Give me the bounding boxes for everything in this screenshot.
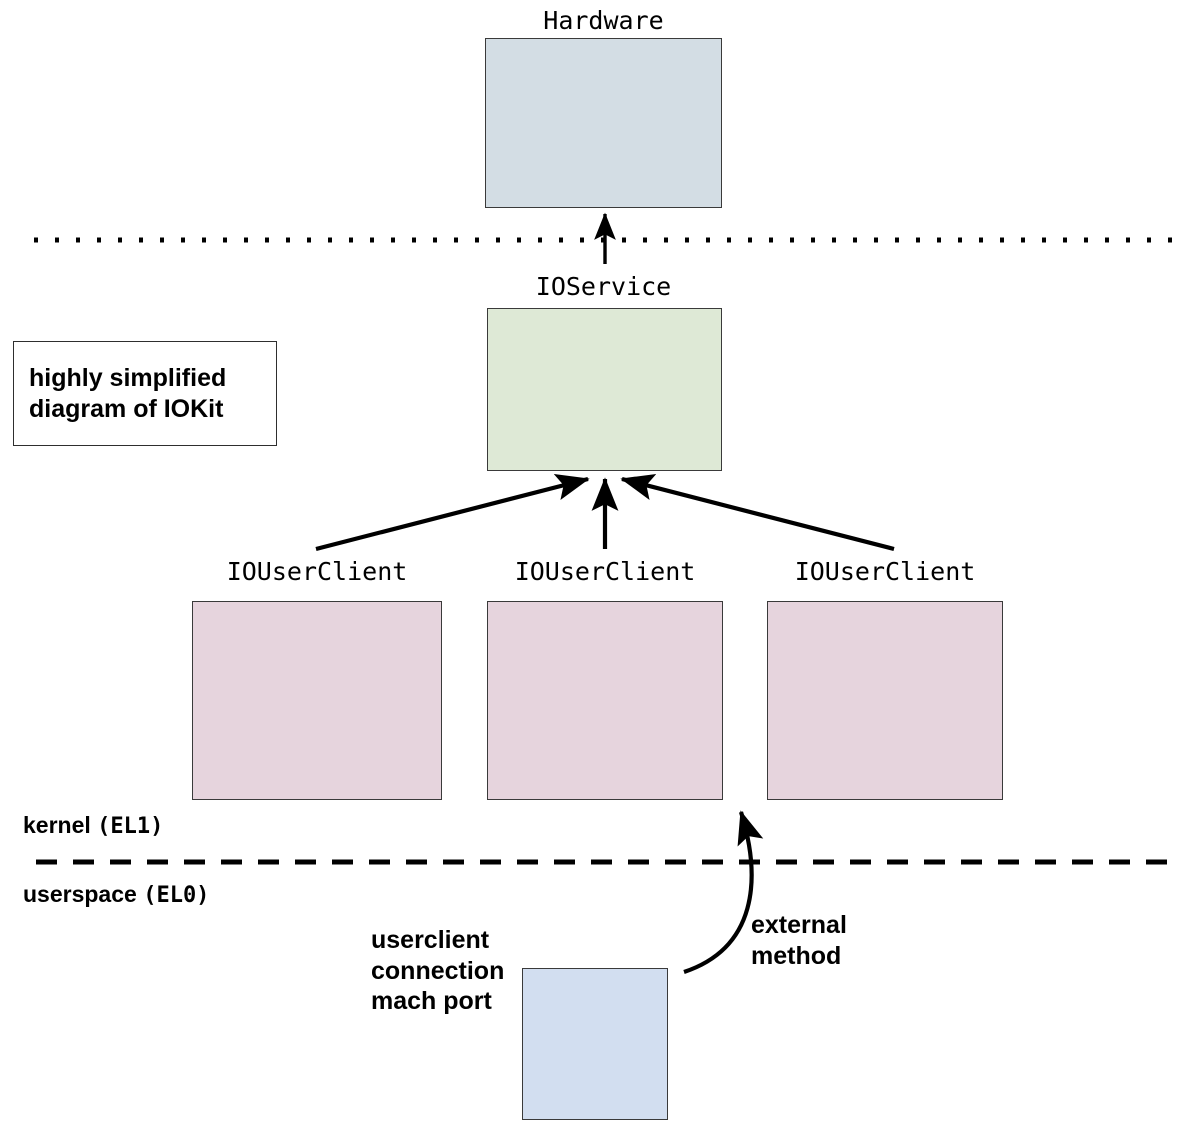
hardware-box [485,38,722,208]
userclient-1-box [192,601,442,800]
kernel-zone-label: kernel (EL1) [23,812,163,839]
kernel-zone-level: (EL1) [97,814,164,839]
userclient-2-label: IOUserClient [514,557,696,586]
userclient-2-box [487,601,723,800]
arrow-userclient1-to-ioservice [315,473,590,552]
userspace-zone-name: userspace [23,881,144,907]
kernel-zone-name: kernel [23,812,98,838]
userclient-1-label: IOUserClient [226,557,408,586]
userclient-3-label: IOUserClient [794,557,976,586]
diagram-note-text: highly simplified diagram of IOKit [29,364,227,423]
external-method-label: external method [751,911,847,970]
mach-port-caption: userclient connection mach port [371,926,505,1015]
ioservice-label: IOService [535,272,672,301]
hardware-label: Hardware [543,6,664,35]
userspace-zone-level: (EL0) [143,883,210,908]
arrow-userclient3-to-ioservice [620,473,895,552]
arrow-external-method-curve [683,810,764,974]
userclient-3-box [767,601,1003,800]
mach-port-box [522,968,668,1120]
diagram-note-box: highly simplified diagram of IOKit [13,341,277,446]
ioservice-box [487,308,722,471]
userspace-zone-label: userspace (EL0) [23,881,209,908]
